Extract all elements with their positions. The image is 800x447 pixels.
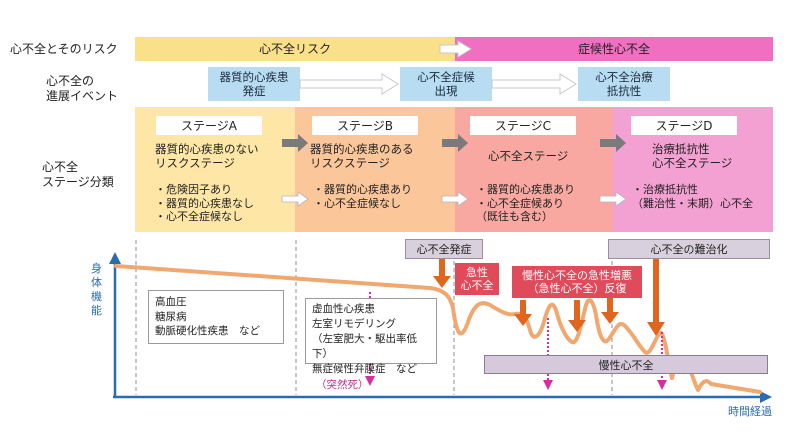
refractory-label: 心不全の難治化 <box>608 239 770 259</box>
acute-hf-label: 急性心不全 <box>455 263 499 295</box>
event-arrow-1-icon <box>299 73 577 95</box>
risk-bar-risk: 心不全リスク <box>135 37 455 61</box>
stage-c-title: ステージC <box>470 116 576 135</box>
row-label-stage: 心不全 ステージ分類 <box>42 160 114 189</box>
risk-bar-symptomatic-label: 症候性心不全 <box>577 41 650 56</box>
stage-d-description: 治療抵抗性心不全ステージ <box>652 142 733 170</box>
row-label-event: 心不全の 進展イベント <box>46 74 119 103</box>
risk-transition-arrow-icon <box>439 40 472 58</box>
function-curve <box>114 264 762 394</box>
chronic-hf-strip: 慢性心不全 <box>484 355 768 374</box>
event-symptom-onset: 心不全症候出現 <box>400 67 492 101</box>
exacerbation-label: 慢性心不全の急性増悪（急性心不全）反復 <box>512 266 642 298</box>
risk-bar-risk-label: 心不全リスク <box>258 41 331 56</box>
event-treatment-resistance: 心不全治療抵抗性 <box>578 67 670 101</box>
stage-d-title: ステージD <box>631 116 737 135</box>
stage-a-title: ステージA <box>156 116 262 135</box>
stage-c-description: 心不全ステージ <box>488 149 569 163</box>
sudden-death-label: （突然死） <box>316 379 369 391</box>
structural-disease-box: 虚血性心疾患左室リモデリング（左室肥大・駆出率低下）無症候性弁膜症 など <box>305 298 437 375</box>
stage-b-title: ステージB <box>312 116 418 135</box>
stage-b-description: 器質的心疾患のあるリスクステージ <box>310 142 414 170</box>
y-axis-label: 身体機能 <box>91 262 102 317</box>
stage-a-description: 器質的心疾患のないリスクステージ <box>155 142 259 170</box>
event-structural-onset: 器質的心疾患発症 <box>208 67 300 101</box>
onset-label: 心不全発症 <box>405 239 483 259</box>
stage-a-items: ・危険因子あり・器質的心疾患なし・心不全症候なし <box>155 183 254 223</box>
x-axis-label: 時間経過 <box>728 405 772 418</box>
risk-bar-symptomatic: 症候性心不全 <box>455 37 773 61</box>
stage-arrows-icon <box>281 134 627 207</box>
stage-c-items: ・器質的心疾患あり・心不全症候あり（既往も含む） <box>476 183 575 223</box>
stage-b-items: ・器質的心疾患あり・心不全症候なし <box>313 183 412 210</box>
row-label-risk: 心不全とそのリスク <box>10 42 118 56</box>
risk-factors-box: 高血圧糖尿病動脈硬化性疾患 など <box>148 290 284 344</box>
stage-d-items: ・治療抵抗性（難治性・末期）心不全 <box>632 183 753 210</box>
